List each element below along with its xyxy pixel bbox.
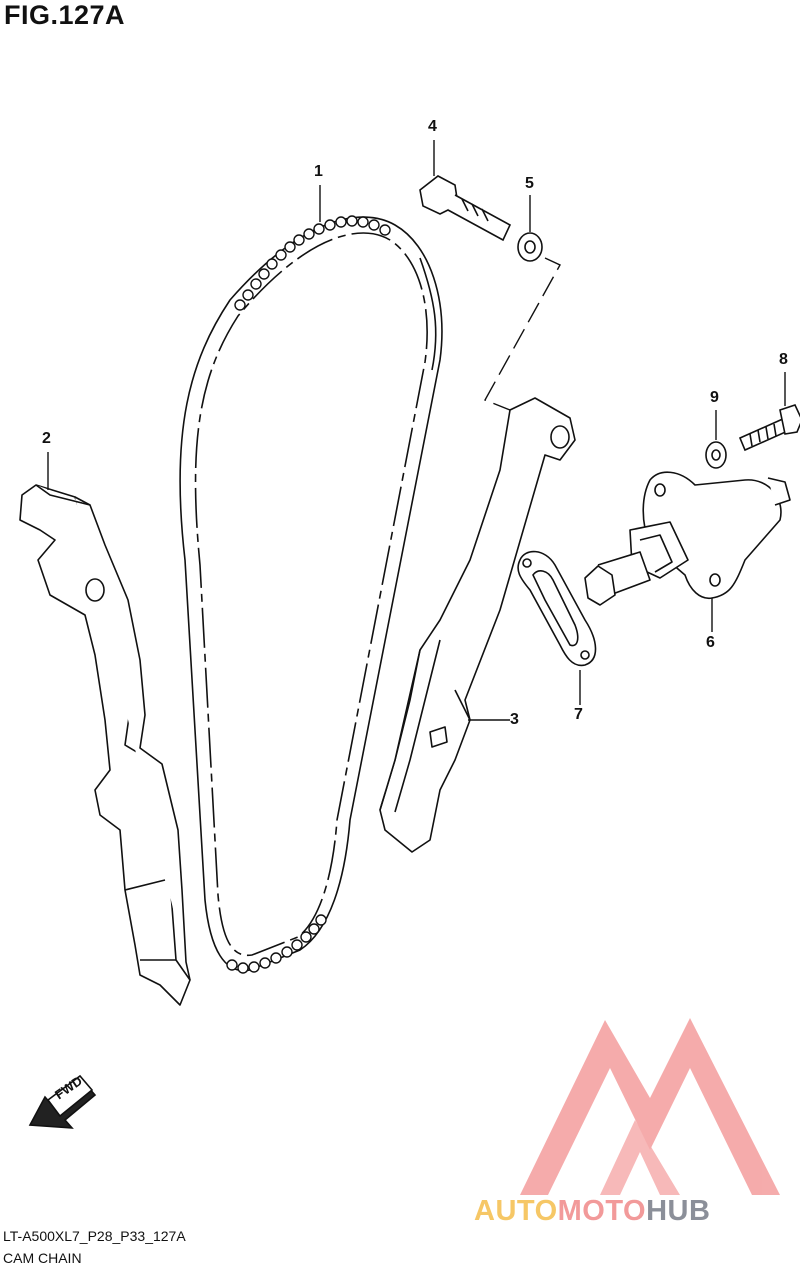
callout-4: 4 [428,118,437,135]
bolt-part-8 [738,404,800,452]
callout-2: 2 [42,430,51,447]
washer-part-9 [705,441,727,469]
callout-5: 5 [525,175,534,192]
watermark-brand-part2: MOTO [557,1195,647,1227]
callout-7: 7 [574,706,583,723]
watermark-brand: AUTOMOTOHUB [474,1195,710,1228]
chain-links-bottom [226,914,327,974]
callout-3: 3 [510,711,519,728]
gasket-part-7 [517,550,597,667]
chain-guide-part-2 [19,484,191,1006]
cam-chain-part-1 [179,216,443,972]
watermark-brand-part3: HUB [646,1195,711,1227]
callout-9: 9 [710,389,719,406]
callout-6: 6 [706,634,715,651]
figure-name: CAM CHAIN [3,1250,82,1266]
tensioner-adjuster-part-6 [584,471,791,606]
chain-links-top [234,215,391,311]
assembly-dashed-line [484,257,561,411]
watermark-brand-part1: AUTO [474,1195,558,1227]
callout-8: 8 [779,351,788,368]
figure-title: FIG.127A [4,0,126,30]
washer-part-5 [517,232,543,262]
leader-lines [47,140,786,721]
fwd-arrow-icon [28,1074,97,1129]
watermark-logo [520,1018,780,1195]
tensioner-arm-part-3 [379,397,576,853]
figure-code: LT-A500XL7_P28_P33_127A [3,1228,186,1244]
bolt-part-4 [419,175,512,242]
callout-1: 1 [314,163,323,180]
